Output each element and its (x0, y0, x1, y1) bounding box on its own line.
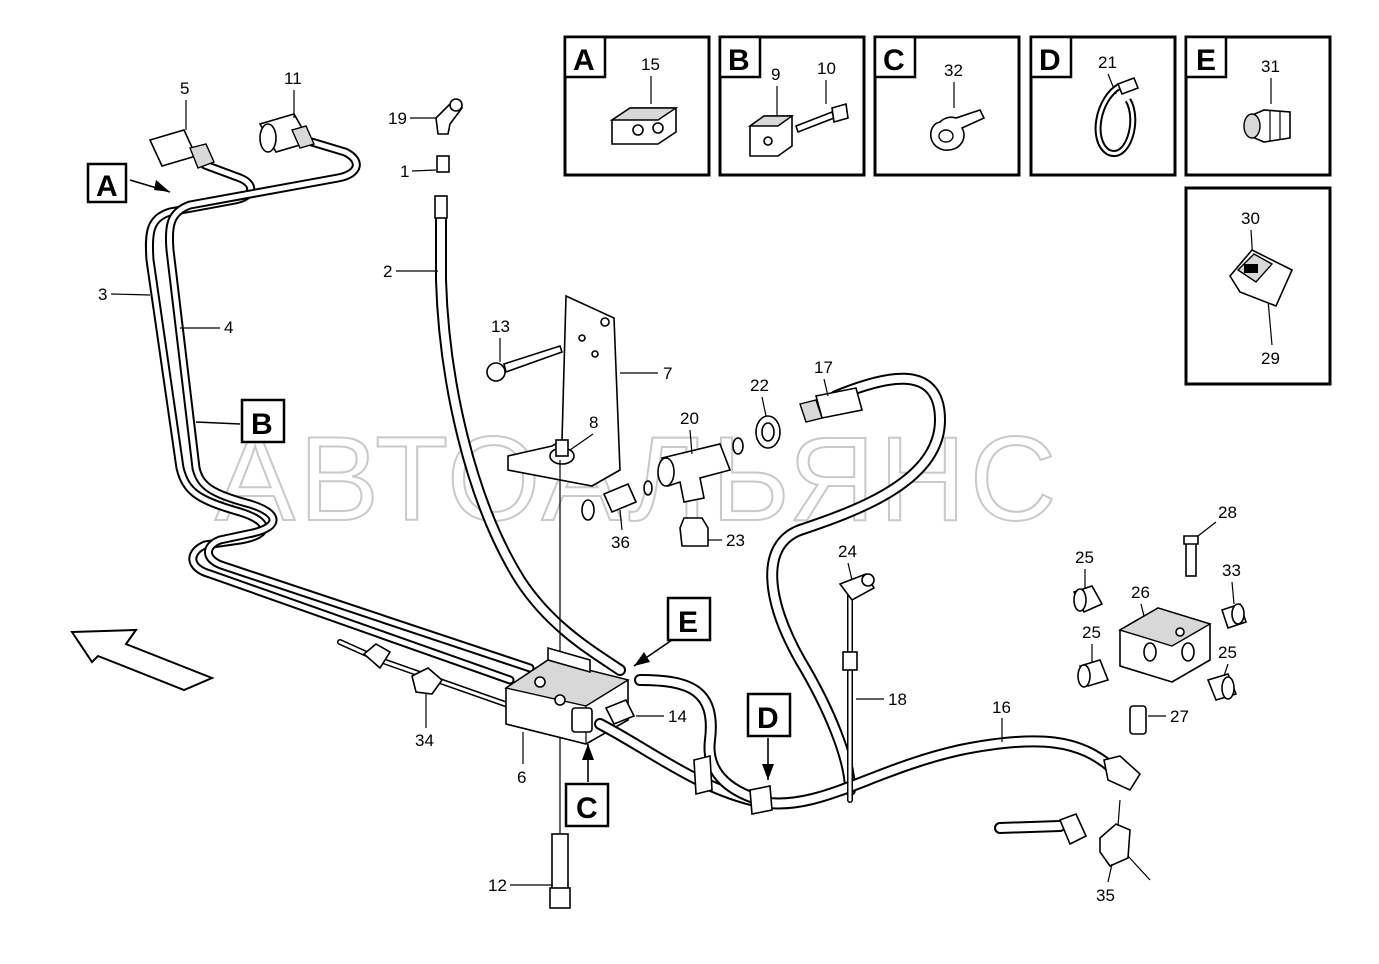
callout-25c: 25 (1218, 643, 1237, 662)
callout-32: 32 (944, 61, 963, 80)
view-tag-e: E (633, 596, 712, 667)
nut-23 (679, 517, 709, 547)
nut-22 (755, 415, 781, 449)
detail-box-e: E 31 (1184, 35, 1332, 177)
fitting-19 (435, 98, 464, 135)
bolt-12 (549, 460, 571, 909)
callout-33: 33 (1222, 561, 1241, 580)
callout-6: 6 (517, 768, 526, 787)
callout-15: 15 (641, 55, 660, 74)
pipe-to-34 (337, 639, 511, 708)
callout-26: 26 (1131, 583, 1150, 602)
callout-2: 2 (383, 262, 392, 281)
view-tag-d-letter: D (757, 702, 779, 735)
callout-18: 18 (888, 690, 907, 709)
fitting-25-right (1206, 673, 1238, 701)
callout-21: 21 (1098, 53, 1117, 72)
callout-14: 14 (668, 707, 687, 726)
fitting-27 (1129, 705, 1147, 735)
fitting-11 (258, 113, 315, 153)
view-tag-b-letter: B (251, 408, 273, 441)
callout-8: 8 (589, 413, 598, 432)
detail-box-c: C 32 (873, 35, 1021, 177)
callout-23: 23 (726, 531, 745, 550)
callout-10: 10 (817, 59, 836, 78)
callout-19: 19 (388, 109, 407, 128)
view-tag-d: D (746, 692, 792, 780)
callout-7: 7 (663, 364, 672, 383)
callout-29: 29 (1261, 349, 1280, 368)
view-tag-c-letter: C (576, 792, 598, 825)
hose-18 (842, 591, 858, 803)
bolt-28 (1183, 535, 1199, 577)
detail-box-e-letter: E (1196, 44, 1216, 77)
detail-box-c-letter: C (883, 44, 905, 77)
callout-35: 35 (1096, 886, 1115, 905)
callouts: 1 2 3 4 5 6 7 8 11 12 13 14 16 17 18 19 … (98, 69, 1241, 905)
fitting-33 (1220, 602, 1248, 630)
callout-36: 36 (611, 533, 630, 552)
callout-20: 20 (680, 409, 699, 428)
detail-box-sensor: 30 29 (1184, 186, 1332, 386)
fitting-1 (436, 155, 450, 173)
direction-arrow-icon (70, 628, 215, 692)
pipe-3-and-4 (144, 135, 535, 685)
view-tag-a: A (86, 162, 171, 204)
callout-22: 22 (750, 376, 769, 395)
callout-1: 1 (400, 162, 409, 181)
detail-box-b-letter: B (728, 44, 750, 77)
callout-5: 5 (180, 79, 189, 98)
hose-17-loop (766, 372, 946, 796)
callout-13: 13 (491, 317, 510, 336)
callout-24: 24 (838, 542, 857, 561)
view-tag-c: C (564, 744, 610, 828)
detail-box-d: D 21 (1029, 35, 1177, 177)
bolt-13 (486, 344, 564, 382)
callout-17: 17 (814, 358, 833, 377)
callout-16: 16 (992, 698, 1011, 717)
hose-16 (594, 674, 1142, 810)
callout-28: 28 (1218, 503, 1237, 522)
fitting-5 (148, 129, 215, 169)
view-tag-e-letter: E (678, 606, 698, 639)
bolt-8 (549, 439, 575, 465)
callout-30: 30 (1241, 209, 1260, 228)
callout-34: 34 (415, 731, 434, 750)
hose-end-35 (994, 799, 1151, 881)
detail-box-b: B 9 10 (718, 35, 866, 177)
tee-20 (657, 437, 744, 503)
detail-box-a-letter: A (573, 44, 595, 77)
callout-9: 9 (771, 65, 780, 84)
detail-box-a: A 15 (563, 35, 711, 177)
callout-31: 31 (1261, 57, 1280, 76)
fitting-14 (571, 698, 636, 733)
view-tag-a-letter: A (96, 170, 118, 203)
hose-2 (434, 195, 626, 676)
callout-12: 12 (488, 876, 507, 895)
callout-3: 3 (98, 285, 107, 304)
fitting-36 (581, 480, 653, 521)
callout-25a: 25 (1075, 548, 1094, 567)
callout-25b: 25 (1082, 623, 1101, 642)
detail-box-d-letter: D (1039, 44, 1061, 77)
view-tag-b: B (195, 398, 286, 444)
block-26 (1118, 607, 1212, 683)
callout-11: 11 (284, 69, 302, 88)
clamp-d (693, 754, 773, 815)
fitting-24 (838, 573, 876, 602)
fitting-25-top (1072, 585, 1104, 614)
callout-27: 27 (1170, 707, 1189, 726)
callout-4: 4 (224, 318, 233, 337)
fitting-25-left (1077, 659, 1110, 688)
